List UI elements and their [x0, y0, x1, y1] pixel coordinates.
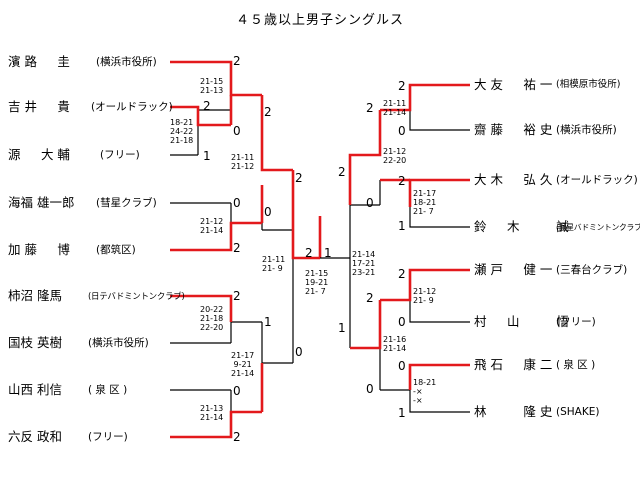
left-player-8-affiliation: ( 泉 区 ) — [88, 384, 128, 396]
score: 2 — [233, 241, 241, 255]
right-player-1-name: 大 友 祐 一 — [474, 77, 553, 92]
score: 1 — [264, 315, 272, 329]
set-scores: 21-12 22-20 — [383, 147, 407, 165]
final-left-score: 2 — [305, 246, 313, 260]
score: 1 — [398, 219, 406, 233]
set-scores: 21-13 21-14 — [200, 404, 224, 422]
final-right-score: 1 — [324, 246, 332, 260]
left-player-6-name: 柿沼 隆馬 — [8, 288, 62, 303]
right-player-3-name: 大 木 弘 久 — [474, 172, 553, 187]
set-scores: 20-22 21-18 22-20 — [200, 305, 224, 332]
score: 2 — [366, 291, 374, 305]
score: 2 — [233, 54, 241, 68]
score: 1 — [398, 406, 406, 420]
left-player-1-affiliation: (横浜市役所) — [96, 56, 157, 68]
left-player-3-affiliation: (フリー) — [100, 149, 140, 161]
score: 0 — [398, 359, 406, 373]
set-scores: 21-12 21-14 — [200, 217, 224, 235]
score: 0 — [398, 315, 406, 329]
left-player-7-name: 国枝 英樹 — [8, 335, 62, 350]
set-scores: 21-12 21- 9 — [413, 287, 437, 305]
right-winning-lines — [348, 83, 470, 390]
left-player-7-affiliation: (横浜市役所) — [88, 337, 149, 349]
right-player-2-affiliation: (横浜市役所) — [556, 124, 617, 136]
score: 2 — [338, 165, 346, 179]
set-scores: 21-17 9-21 21-14 — [231, 351, 255, 378]
score: 2 — [398, 174, 406, 188]
left-player-6-affiliation: (日テバドミントンクラブ) — [88, 292, 185, 302]
right-player-8-affiliation: (SHAKE) — [556, 406, 600, 418]
set-scores: 21-11 21-14 — [383, 99, 407, 117]
score: 2 — [295, 171, 303, 185]
score: 2 — [398, 267, 406, 281]
set-scores: 21-15 21-13 — [200, 77, 224, 95]
set-scores: 21-16 21-14 — [383, 335, 407, 353]
set-scores: 21-11 21- 9 — [262, 255, 286, 273]
right-player-4-affiliation: (彗星バドミントンクラブ) — [556, 223, 640, 232]
left-player-9-affiliation: (フリー) — [88, 431, 128, 443]
score: 0 — [264, 205, 272, 219]
right-player-6-name: 村 山 悟 — [474, 314, 569, 329]
right-player-5-affiliation: (三春台クラブ) — [556, 264, 628, 276]
set-scores: 21-17 18-21 21- 7 — [413, 189, 437, 216]
left-winning-lines — [170, 60, 322, 439]
score: 0 — [233, 384, 241, 398]
set-scores: 21-11 21-12 — [231, 153, 255, 171]
left-player-1-name: 濱 路 圭 — [8, 54, 70, 69]
score: 1 — [203, 149, 211, 163]
score: 0 — [233, 196, 241, 210]
score: 2 — [233, 430, 241, 444]
left-player-8-name: 山西 利信 — [8, 382, 62, 397]
score: 0 — [233, 124, 241, 138]
right-player-4-name: 鈴 木 誠 — [474, 219, 569, 234]
right-player-2-name: 齋 藤 裕 史 — [474, 122, 553, 137]
left-player-3-name: 源 大 輔 — [8, 147, 70, 162]
right-player-1-affiliation: (相模原市役所) — [556, 79, 621, 90]
score: 2 — [233, 289, 241, 303]
score: 0 — [295, 345, 303, 359]
score: 2 — [203, 99, 211, 113]
left-player-2-affiliation: (オールドラック) — [91, 101, 173, 113]
right-player-6-affiliation: (フリー) — [556, 316, 596, 328]
score: 0 — [366, 382, 374, 396]
right-losing-lines — [320, 110, 470, 413]
left-player-4-name: 海福 雄一郎 — [8, 195, 75, 210]
left-player-4-affiliation: (彗星クラブ) — [96, 197, 157, 209]
score: 2 — [398, 79, 406, 93]
left-player-2-name: 吉 井 貴 — [8, 99, 70, 114]
page-title: ４５歳以上男子シングルス — [235, 13, 404, 28]
right-player-5-name: 瀬 戸 健 一 — [474, 262, 553, 277]
score: 0 — [398, 124, 406, 138]
left-player-5-affiliation: (都筑区) — [96, 244, 136, 256]
right-player-3-affiliation: (オールドラック) — [556, 174, 638, 186]
right-player-7-affiliation: ( 泉 区 ) — [556, 359, 596, 371]
score: 2 — [264, 105, 272, 119]
set-scores: 21-14 17-21 23-21 — [352, 250, 376, 277]
set-scores: 18-21 24-22 21-18 — [170, 118, 194, 145]
set-scores: 18-21 -× -× — [413, 378, 437, 405]
final-set-scores: 21-15 19-21 21- 7 — [305, 269, 329, 296]
right-player-7-name: 飛 石 康 二 — [474, 357, 553, 372]
score: 2 — [366, 101, 374, 115]
score: 1 — [338, 321, 346, 335]
right-player-8-name: 林 隆 史 — [474, 404, 553, 419]
left-player-9-name: 六反 政和 — [8, 429, 62, 444]
left-player-5-name: 加 藤 博 — [8, 242, 70, 257]
score: 0 — [366, 196, 374, 210]
